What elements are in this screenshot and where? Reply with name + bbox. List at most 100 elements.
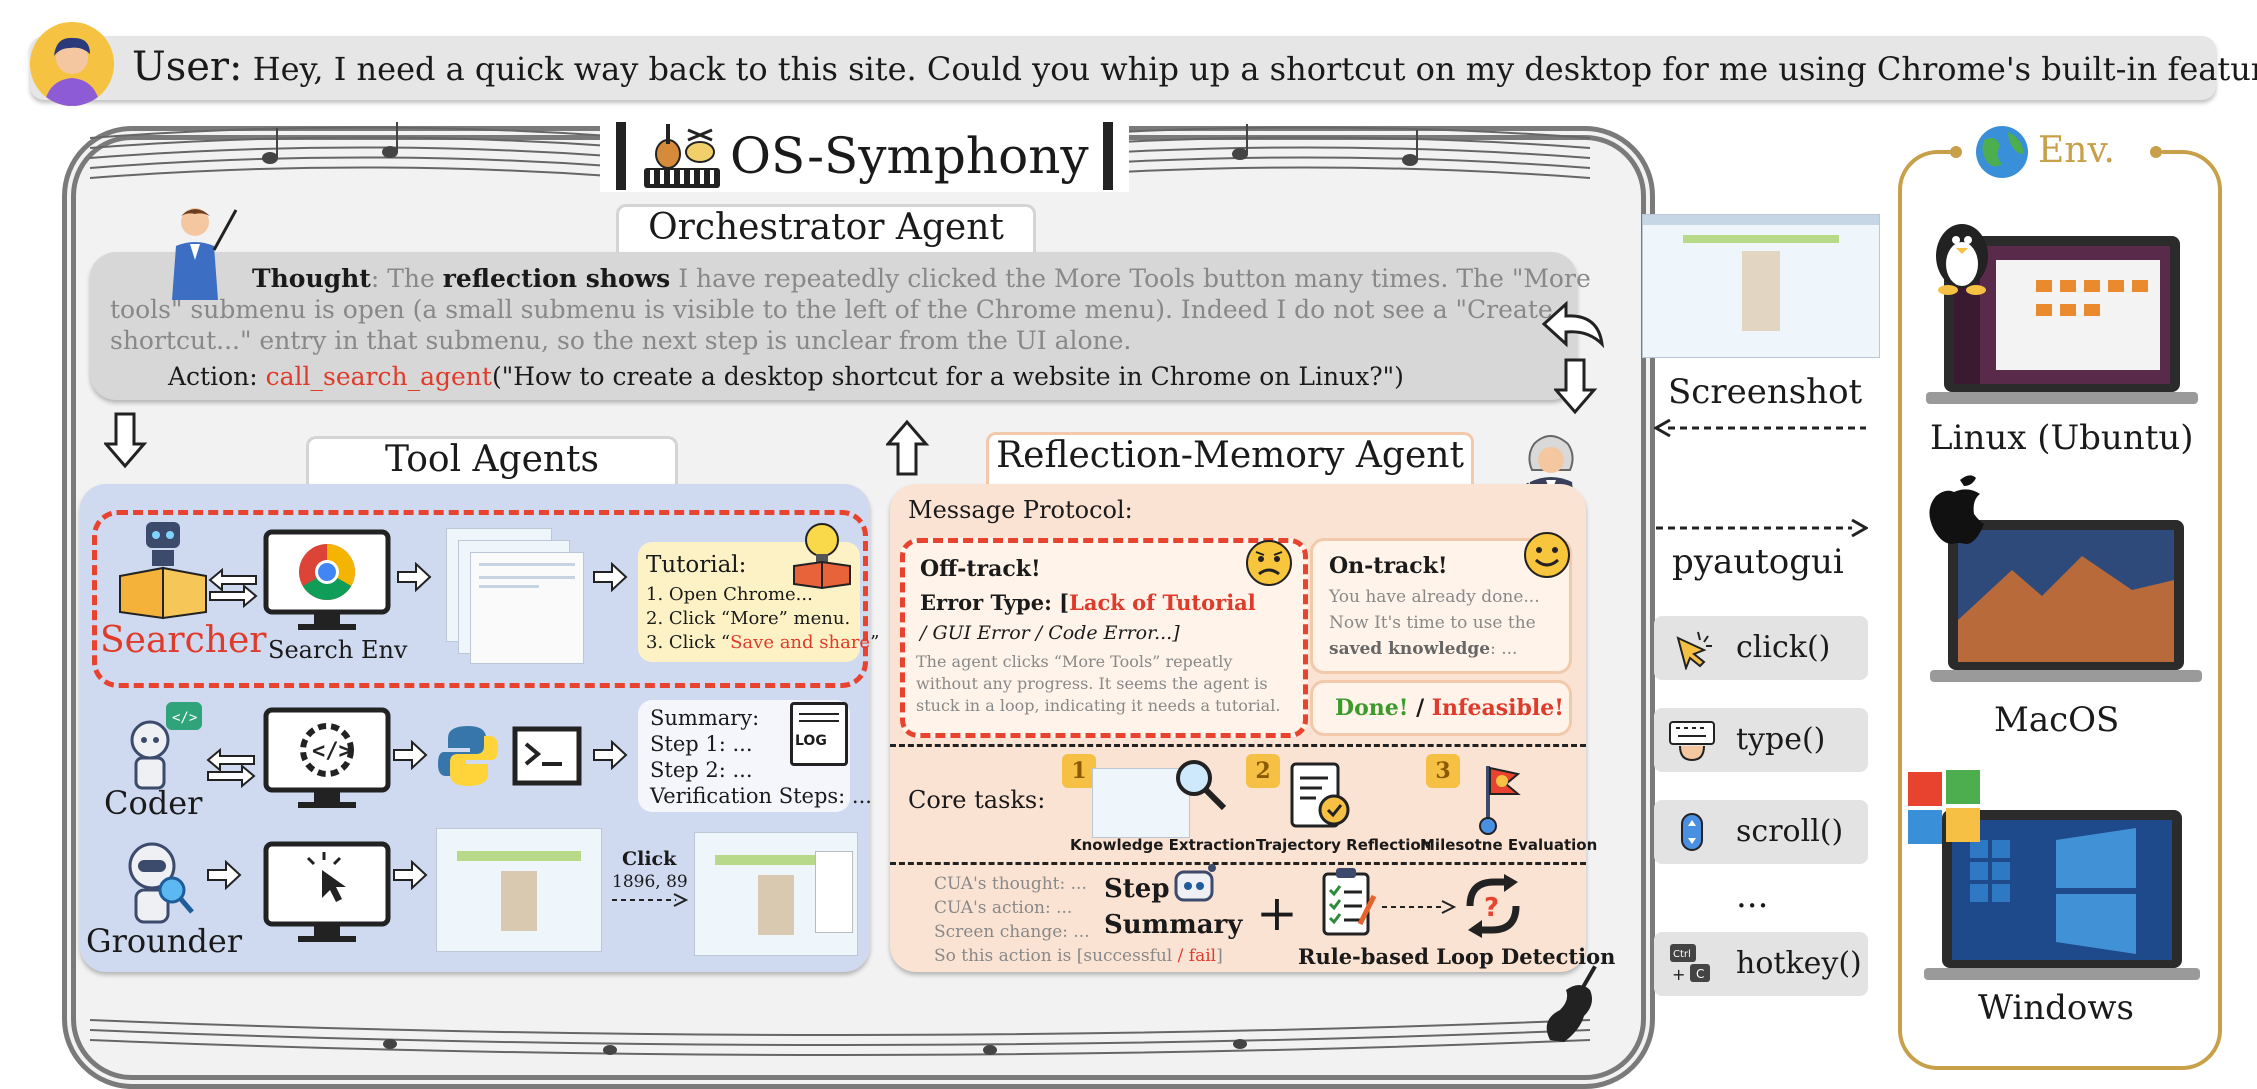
plus-sign: + — [1256, 884, 1298, 942]
macos-laptop-icon — [1929, 475, 2202, 682]
error-type-rest: / GUI Error / Code Error...] — [920, 622, 1180, 644]
off-track-title: Off-track! — [920, 556, 1041, 582]
linux-label: Linux (Ubuntu) — [1930, 418, 2194, 458]
knowledge-screenshot — [1092, 768, 1190, 838]
step-line-2: CUA's action: ... — [934, 898, 1073, 918]
dashed-arrow-icon-2 — [1382, 900, 1457, 914]
svg-text:Ctrl: Ctrl — [1673, 949, 1691, 960]
status-box: Done! / Infeasible! — [1310, 680, 1572, 736]
svg-text:</>: </> — [312, 739, 352, 764]
coder-summary-line-3: Step 2: ... — [650, 758, 753, 782]
summary-robot-icon — [1174, 864, 1216, 902]
title-bar-left — [616, 122, 626, 190]
grounder-screenshot-before — [436, 828, 602, 952]
screenshot-arrow — [1654, 418, 1866, 438]
python-icon — [438, 726, 498, 786]
action-click-label: click() — [1736, 630, 1831, 665]
terminal-icon — [512, 726, 582, 786]
core-tasks-label: Core tasks: — [908, 786, 1046, 814]
task-2-label: Trajectory Reflection — [1256, 836, 1432, 854]
divider-1 — [890, 744, 1586, 747]
off-track-desc-2: without any progress. It seems the agent… — [916, 674, 1268, 693]
thought-line-1: Thought: The reflection shows I have rep… — [252, 264, 1591, 293]
action-scroll: scroll() — [1654, 800, 1868, 864]
grounder-screenshot-after — [694, 832, 858, 956]
right-arrow-icon-5 — [207, 860, 242, 890]
pyautogui-arrow — [1656, 518, 1868, 538]
action-call: call_search_agent — [265, 362, 492, 391]
thought-text-1: I have repeatedly clicked the More Tools… — [670, 264, 1591, 293]
up-arrow-icon — [886, 419, 930, 476]
step-result-suffix: ] — [1216, 946, 1223, 966]
task-3-label: Milesotne Evaluation — [1420, 836, 1598, 854]
macos-label: MacOS — [1994, 700, 2120, 740]
right-arrow-icon-4 — [593, 740, 628, 770]
off-track-box — [900, 538, 1308, 738]
coder-summary-line-4: Verification Steps: ... — [650, 784, 872, 808]
violin-icon — [1546, 965, 1597, 1042]
orchestrator-header: Orchestrator Agent — [616, 204, 1036, 255]
conductor-icon — [172, 208, 238, 300]
coder-summary-line-2: Step 1: ... — [650, 732, 753, 756]
smiling-face-icon — [1524, 532, 1570, 578]
worried-face-icon — [1246, 540, 1292, 586]
search-screenshot-1 — [470, 552, 584, 664]
keyboard-typing-icon — [1669, 721, 1715, 762]
tutorial-step-3: 3. Click “Save and share” — [646, 632, 879, 653]
step-summary-line-2: Summary — [1104, 910, 1243, 940]
trajectory-report-icon — [1290, 762, 1350, 828]
dashed-arrow-icon — [612, 893, 689, 907]
music-staff-bottom — [90, 1019, 1591, 1056]
right-arrow-icon — [397, 562, 432, 592]
env-title-wrap: Env. — [1952, 120, 2162, 180]
on-track-line-1: You have already done... — [1329, 587, 1540, 607]
coder-robot-icon: </> — [130, 702, 202, 790]
error-type-line: Error Type: [Lack of Tutorial — [920, 590, 1256, 615]
reflection-header-text: Reflection-Memory Agent — [996, 435, 1464, 476]
tutorial-step-3-suffix: ” — [870, 632, 880, 653]
tutorial-title: Tutorial: — [646, 552, 747, 578]
svg-text:?: ? — [1484, 893, 1499, 923]
swap-arrows-icon — [208, 568, 258, 608]
status-infeasible: Infeasible! — [1431, 695, 1564, 721]
action-args: ("How to create a desktop shortcut for a… — [491, 362, 1404, 391]
log-file-label: LOG — [795, 733, 827, 749]
right-arrow-icon-6 — [393, 860, 428, 890]
right-arrow-icon-2 — [593, 562, 628, 592]
magnifier-icon — [1176, 760, 1227, 811]
click-label: Click — [622, 848, 677, 870]
loop-detection-label: Rule-based Loop Detection — [1298, 944, 1616, 969]
divider-2 — [890, 862, 1586, 865]
step-line-1: CUA's thought: ... — [934, 874, 1087, 894]
search-env-label: Search Env — [268, 636, 408, 664]
action-type-label: type() — [1736, 722, 1826, 757]
svg-text:+: + — [1672, 965, 1685, 984]
title-bar-right — [1102, 122, 1113, 190]
env-dot-right — [2150, 146, 2162, 158]
coder-name: Coder — [104, 784, 203, 822]
tutorial-step-3-prefix: 3. Click “ — [646, 632, 731, 653]
thought-colon: : The — [370, 264, 443, 293]
tutorial-step-1: 1. Open Chrome... — [646, 584, 813, 605]
pyautogui-label: pyautogui — [1672, 542, 1844, 582]
linux-laptop-icon — [1926, 224, 2198, 404]
task-3-badge: 3 — [1426, 754, 1460, 788]
env-dot-left — [1950, 146, 1962, 158]
log-file-icon: LOG — [790, 702, 848, 766]
thought-line-2: tools" submenu is open (a small submenu … — [110, 295, 1553, 324]
grounder-name: Grounder — [86, 922, 243, 960]
action-label: Action: — [168, 362, 266, 391]
click-cursor-icon — [1676, 631, 1712, 670]
grounder-robot-icon — [128, 842, 194, 924]
on-track-line-2: Now It's time to use the — [1329, 613, 1536, 633]
checklist-icon — [1322, 868, 1376, 936]
status-done: Done! — [1335, 695, 1409, 721]
off-track-desc-1: The agent clicks “More Tools” repeatly — [916, 652, 1233, 671]
orchestrator-message: Thought: The reflection shows I have rep… — [90, 252, 1591, 400]
tutorial-step-3-highlight: Save and share — [730, 632, 871, 653]
searcher-highlight — [92, 510, 868, 688]
system-title-text: OS-Symphony — [730, 127, 1089, 185]
code-monitor-icon: </> — [263, 707, 391, 808]
error-type-main: Lack of Tutorial — [1069, 590, 1256, 615]
